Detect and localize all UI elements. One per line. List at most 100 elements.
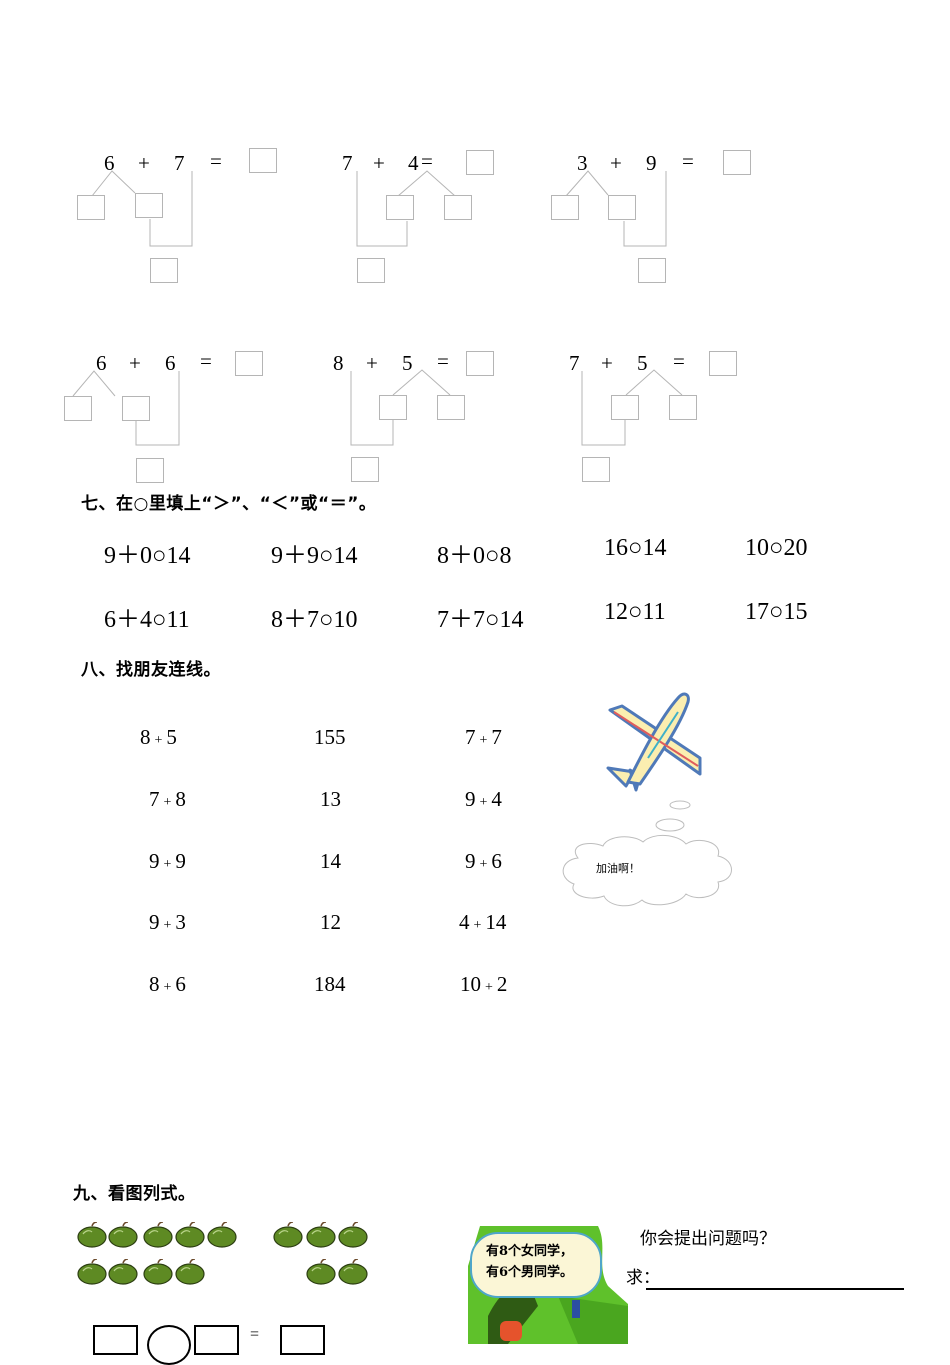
- answer-box[interactable]: [235, 351, 263, 376]
- operand: 3: [175, 910, 186, 934]
- compare-item[interactable]: 12○11: [604, 599, 666, 625]
- plus-sign: +: [473, 918, 482, 933]
- ten-box[interactable]: [150, 258, 178, 283]
- split-box-right[interactable]: [122, 396, 150, 421]
- compare-item[interactable]: 8＋7○10: [271, 607, 358, 633]
- answer-line[interactable]: [646, 1288, 904, 1290]
- ten-box[interactable]: [136, 458, 164, 483]
- compare-item[interactable]: 17○15: [745, 599, 808, 625]
- apple-icon: [338, 1258, 368, 1285]
- addend-a: 7: [569, 351, 580, 375]
- plus-sign: +: [366, 351, 378, 375]
- speech-line: 有8个女同学，: [486, 1244, 574, 1259]
- middle-number[interactable]: 12: [320, 910, 341, 934]
- apple-icon: [175, 1258, 205, 1285]
- compare-item[interactable]: 9＋0○14: [104, 543, 191, 569]
- right-expression[interactable]: 9+6: [465, 849, 585, 874]
- airplane-icon: [606, 692, 702, 792]
- operand: 6: [175, 972, 186, 996]
- compare-item[interactable]: 16○14: [604, 535, 667, 561]
- answer-box[interactable]: [466, 351, 494, 376]
- ten-box[interactable]: [582, 457, 610, 482]
- operand: 2: [496, 972, 508, 996]
- split-box-right[interactable]: [669, 395, 697, 420]
- operand: 9: [465, 849, 476, 873]
- middle-number[interactable]: 184: [314, 972, 346, 996]
- plus-sign: +: [610, 151, 622, 175]
- split-box-right[interactable]: [608, 195, 636, 220]
- left-expression[interactable]: 8+6: [149, 972, 269, 997]
- left-expression[interactable]: 9+3: [149, 910, 269, 935]
- equation-box-2[interactable]: [194, 1325, 239, 1355]
- right-expression[interactable]: 10+2: [460, 972, 580, 997]
- thought-cloud-icon: [562, 800, 732, 907]
- addend-a: 7: [342, 151, 353, 175]
- operand: 7: [491, 725, 502, 749]
- plus-sign: +: [479, 733, 488, 748]
- plus-sign: +: [129, 351, 141, 375]
- plus-sign: +: [163, 857, 172, 872]
- section-title: 九、看图列式。: [73, 1184, 196, 1204]
- ask-label: 求：: [626, 1268, 660, 1288]
- equals-sign: =: [682, 149, 694, 173]
- apple-icon: [306, 1221, 336, 1248]
- apple-icon: [143, 1258, 173, 1285]
- answer-box[interactable]: [249, 148, 277, 173]
- split-box-right[interactable]: [437, 395, 465, 420]
- answer-box[interactable]: [709, 351, 737, 376]
- left-expression[interactable]: 7+8: [149, 787, 269, 812]
- split-box-left[interactable]: [611, 395, 639, 420]
- right-expression[interactable]: 7+7: [465, 725, 585, 750]
- plus-sign: +: [485, 980, 493, 995]
- addend-b: 6: [165, 351, 176, 375]
- answer-box[interactable]: [723, 150, 751, 175]
- split-box-left[interactable]: [386, 195, 414, 220]
- ten-box[interactable]: [357, 258, 385, 283]
- speech-line: 有6个男同学。: [486, 1265, 574, 1280]
- plus-sign: +: [373, 151, 385, 175]
- equals-sign: =: [437, 349, 449, 373]
- answer-box[interactable]: [466, 150, 494, 175]
- operand: 6: [491, 849, 502, 873]
- operand: 14: [485, 910, 507, 934]
- left-expression[interactable]: 8+5: [140, 725, 260, 750]
- plus-sign: +: [601, 351, 613, 375]
- equation-answer-box[interactable]: [280, 1325, 325, 1355]
- compare-item[interactable]: 9＋9○14: [271, 543, 358, 569]
- compare-item[interactable]: 8＋0○8: [437, 543, 512, 569]
- ten-box[interactable]: [351, 457, 379, 482]
- middle-number[interactable]: 155: [314, 725, 346, 749]
- operand: 8: [140, 725, 151, 749]
- operand: 8: [149, 972, 160, 996]
- operand: 9: [175, 849, 186, 873]
- compare-item[interactable]: 6＋4○11: [104, 607, 190, 633]
- ten-box[interactable]: [638, 258, 666, 283]
- apple-icon: [338, 1221, 368, 1248]
- addend-b: 4: [408, 151, 419, 175]
- split-box-left[interactable]: [379, 395, 407, 420]
- operand: 4: [459, 910, 470, 934]
- cloud-text: 加油啊！: [596, 862, 640, 875]
- middle-number[interactable]: 14: [320, 849, 341, 873]
- compare-item[interactable]: 7＋7○14: [437, 607, 524, 633]
- apple-icon: [77, 1221, 107, 1248]
- plus-sign: +: [163, 918, 172, 933]
- right-expression[interactable]: 9+4: [465, 787, 585, 812]
- compare-item[interactable]: 10○20: [745, 535, 808, 561]
- operator-circle[interactable]: [147, 1325, 191, 1365]
- split-box-right[interactable]: [135, 193, 163, 218]
- middle-number[interactable]: 13: [320, 787, 341, 811]
- right-expression[interactable]: 4+14: [459, 910, 579, 935]
- section-title: 八、找朋友连线。: [81, 660, 221, 680]
- split-box-left[interactable]: [64, 396, 92, 421]
- addend-a: 8: [333, 351, 344, 375]
- split-box-left[interactable]: [77, 195, 105, 220]
- equation-box-1[interactable]: [93, 1325, 138, 1355]
- split-box-left[interactable]: [551, 195, 579, 220]
- students-illustration: 有8个女同学， 有6个男同学。: [468, 1226, 628, 1344]
- left-expression[interactable]: 9+9: [149, 849, 269, 874]
- split-box-right[interactable]: [444, 195, 472, 220]
- apple-icon: [108, 1221, 138, 1248]
